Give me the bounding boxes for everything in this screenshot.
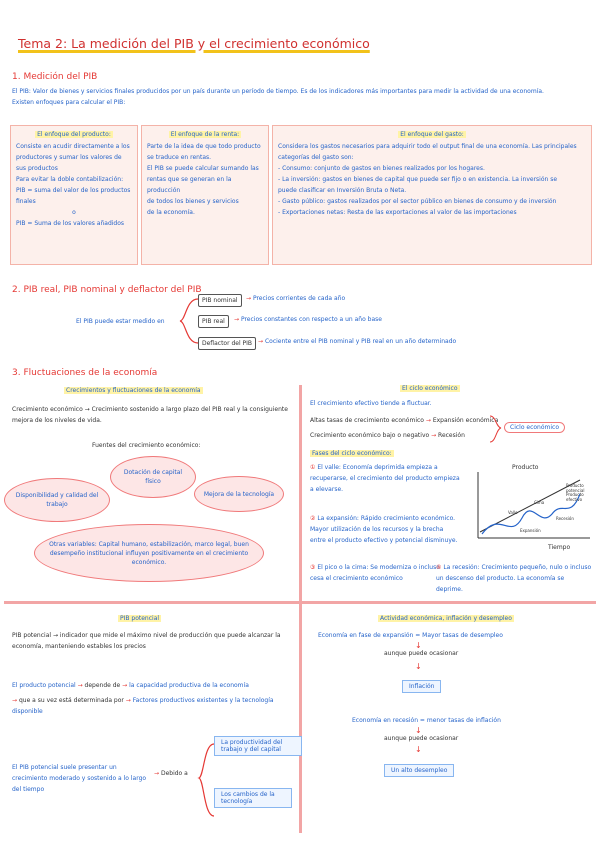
ellipse-capital: Dotación de capital físico bbox=[110, 456, 196, 498]
horizontal-divider bbox=[4, 601, 596, 604]
box-line: - Consumo: conjunto de gastos en bienes … bbox=[278, 165, 485, 172]
deflator-desc: → Cociente entre el PIB nominal y PIB re… bbox=[258, 338, 457, 345]
cycle-label: Ciclo económico bbox=[504, 422, 566, 433]
unemployment-box: Un alto desempleo bbox=[384, 764, 455, 777]
activity-recession: Economía en recesión = menor tasas de in… bbox=[352, 717, 501, 724]
section-2-heading: 2. PIB real, PIB nominal y deflactor del… bbox=[12, 285, 202, 295]
box-line: PIB = suma del valor de los productos fi… bbox=[16, 187, 131, 205]
pib-real-desc: → Precios constantes con respecto a un a… bbox=[234, 316, 382, 323]
box-line: - Gasto público: gastos realizados por e… bbox=[278, 198, 557, 205]
potential-brace bbox=[197, 743, 215, 817]
pib-nominal-desc: → Precios corrientes de cada año bbox=[246, 295, 346, 302]
box-line: categorías del gasto son: bbox=[278, 154, 354, 161]
box-line: sus productos bbox=[16, 165, 58, 172]
section-3-heading: 3. Fluctuaciones de la economía bbox=[12, 368, 158, 378]
graph-y-label: Producto bbox=[512, 464, 539, 471]
phase-expansion: ② La expansión: Rápido crecimiento econó… bbox=[310, 515, 458, 544]
s2-lead: El PIB puede estar medido en bbox=[76, 318, 165, 325]
potential-due-to: → Debido a bbox=[154, 770, 188, 777]
graph-expansion: Expansión bbox=[520, 528, 541, 533]
potential-definition: PIB potencial → indicador que mide el má… bbox=[12, 632, 281, 650]
box-line: se traduce en rentas. bbox=[147, 154, 212, 161]
potential-heading: PIB potencial bbox=[118, 615, 162, 622]
ellipse-labour: Disponibilidad y calidad del trabajo bbox=[4, 478, 110, 522]
box-line: o bbox=[72, 209, 76, 216]
cycle-l2: Altas tasas de crecimiento económico → E… bbox=[310, 417, 499, 424]
growth-sources: Fuentes del crecimiento económico: bbox=[92, 442, 201, 449]
inflation-box: Inflación bbox=[402, 680, 442, 693]
arrow-down-4: ↓ bbox=[415, 745, 422, 754]
box-line: de la economía. bbox=[147, 209, 195, 216]
pib-nominal-label: PIB nominal bbox=[198, 294, 242, 307]
ellipse-technology: Mejora de la tecnología bbox=[194, 476, 284, 512]
potential-depends: El producto potencial → depende de → la … bbox=[12, 682, 249, 689]
arrow-down-2: ↓ bbox=[415, 662, 422, 671]
graph-x-label: Tiempo bbox=[548, 544, 571, 551]
ellipse-other-variables: Otras variables: Capital humano, estabil… bbox=[34, 524, 264, 582]
box-product-approach: El enfoque del producto: Consiste en acu… bbox=[10, 125, 138, 265]
activity-c1: aunque puede ocasionar bbox=[384, 650, 459, 657]
s1-intro: El PIB: Valor de bienes y servicios fina… bbox=[12, 88, 544, 106]
growth-definition: Crecimiento económico → Crecimiento sost… bbox=[12, 406, 288, 424]
section-1-heading: 1. Medición del PIB bbox=[12, 72, 98, 82]
box-line: - La inversión: gastos en bienes de capi… bbox=[278, 176, 558, 183]
cycle-graph bbox=[477, 472, 590, 539]
box-line: Considera los gastos necesarios para adq… bbox=[278, 143, 577, 150]
phase-valley: ① El valle: Economía deprimida empieza a… bbox=[310, 464, 460, 493]
phase-recession: ④ La recesión: Crecimiento pequeño, nulo… bbox=[436, 564, 592, 593]
box-line: Consiste en acudir directamente a los bbox=[16, 143, 130, 150]
cycle-heading: El ciclo económico bbox=[400, 385, 460, 392]
potential-reason-technology: Los cambios de la tecnología bbox=[214, 788, 292, 808]
box-line: - Exportaciones netas: Resta de las expo… bbox=[278, 209, 517, 216]
activity-c2: aunque puede ocasionar bbox=[384, 735, 459, 742]
box-line: El PIB se puede calcular sumando las bbox=[147, 165, 259, 172]
graph-peak: Cima bbox=[534, 500, 545, 505]
deflator-label: Deflactor del PIB bbox=[198, 337, 257, 350]
box-line: PIB = Suma de los valores añadidos bbox=[16, 220, 125, 227]
box-line: Parte de la idea de que todo producto bbox=[147, 143, 261, 150]
potential-growth: El PIB potencial suele presentar un crec… bbox=[12, 764, 147, 793]
arrow-down-1: ↓ bbox=[415, 641, 422, 650]
activity-expansion: Economía en fase de expansión = Mayor ta… bbox=[318, 632, 503, 639]
potential-reason-productivity: La productividad del trabajo y del capit… bbox=[214, 736, 302, 756]
phases-title: Fases del ciclo económico: bbox=[310, 450, 394, 457]
cycle-brace bbox=[489, 415, 502, 443]
box-expenditure-approach: El enfoque del gasto: Considera los gast… bbox=[272, 125, 592, 265]
cycle-l3: Crecimiento económico bajo o negativo → … bbox=[310, 432, 465, 439]
potential-determined: → que a su vez está determinada por → Fa… bbox=[12, 697, 274, 715]
activity-heading: Actividad económica, inflación y desempl… bbox=[378, 615, 514, 622]
graph-recession: Recesión bbox=[556, 516, 574, 521]
page-title: Tema 2: La medición del PIB y el crecimi… bbox=[18, 36, 370, 51]
pib-real-label: PIB real bbox=[198, 315, 229, 328]
vertical-divider bbox=[299, 385, 302, 833]
box-line: productores y sumar los valores de bbox=[16, 154, 122, 161]
box-income-approach: El enfoque de la renta: Parte de la idea… bbox=[141, 125, 269, 265]
box-line: puede clasificar en Inversión Bruta o Ne… bbox=[278, 187, 407, 194]
growth-heading: Crecimientos y fluctuaciones de la econo… bbox=[64, 387, 203, 394]
box-line: Para evitar la doble contabilización: bbox=[16, 176, 124, 183]
phase-peak: ③ El pico o la cima: Se moderniza o incl… bbox=[310, 564, 440, 582]
cycle-l1: El crecimiento efectivo tiende a fluctua… bbox=[310, 400, 432, 407]
arrow-down-3: ↓ bbox=[415, 726, 422, 735]
graph-effective-label: Producto efectivo bbox=[566, 492, 584, 502]
graph-valley: Valle bbox=[508, 510, 518, 515]
s2-brace bbox=[179, 298, 199, 344]
graph-potential-label: Producto potencial bbox=[566, 483, 585, 493]
box-line: rentas que se generan en la producción bbox=[147, 176, 232, 194]
box-line: de todos los bienes y servicios bbox=[147, 198, 239, 205]
